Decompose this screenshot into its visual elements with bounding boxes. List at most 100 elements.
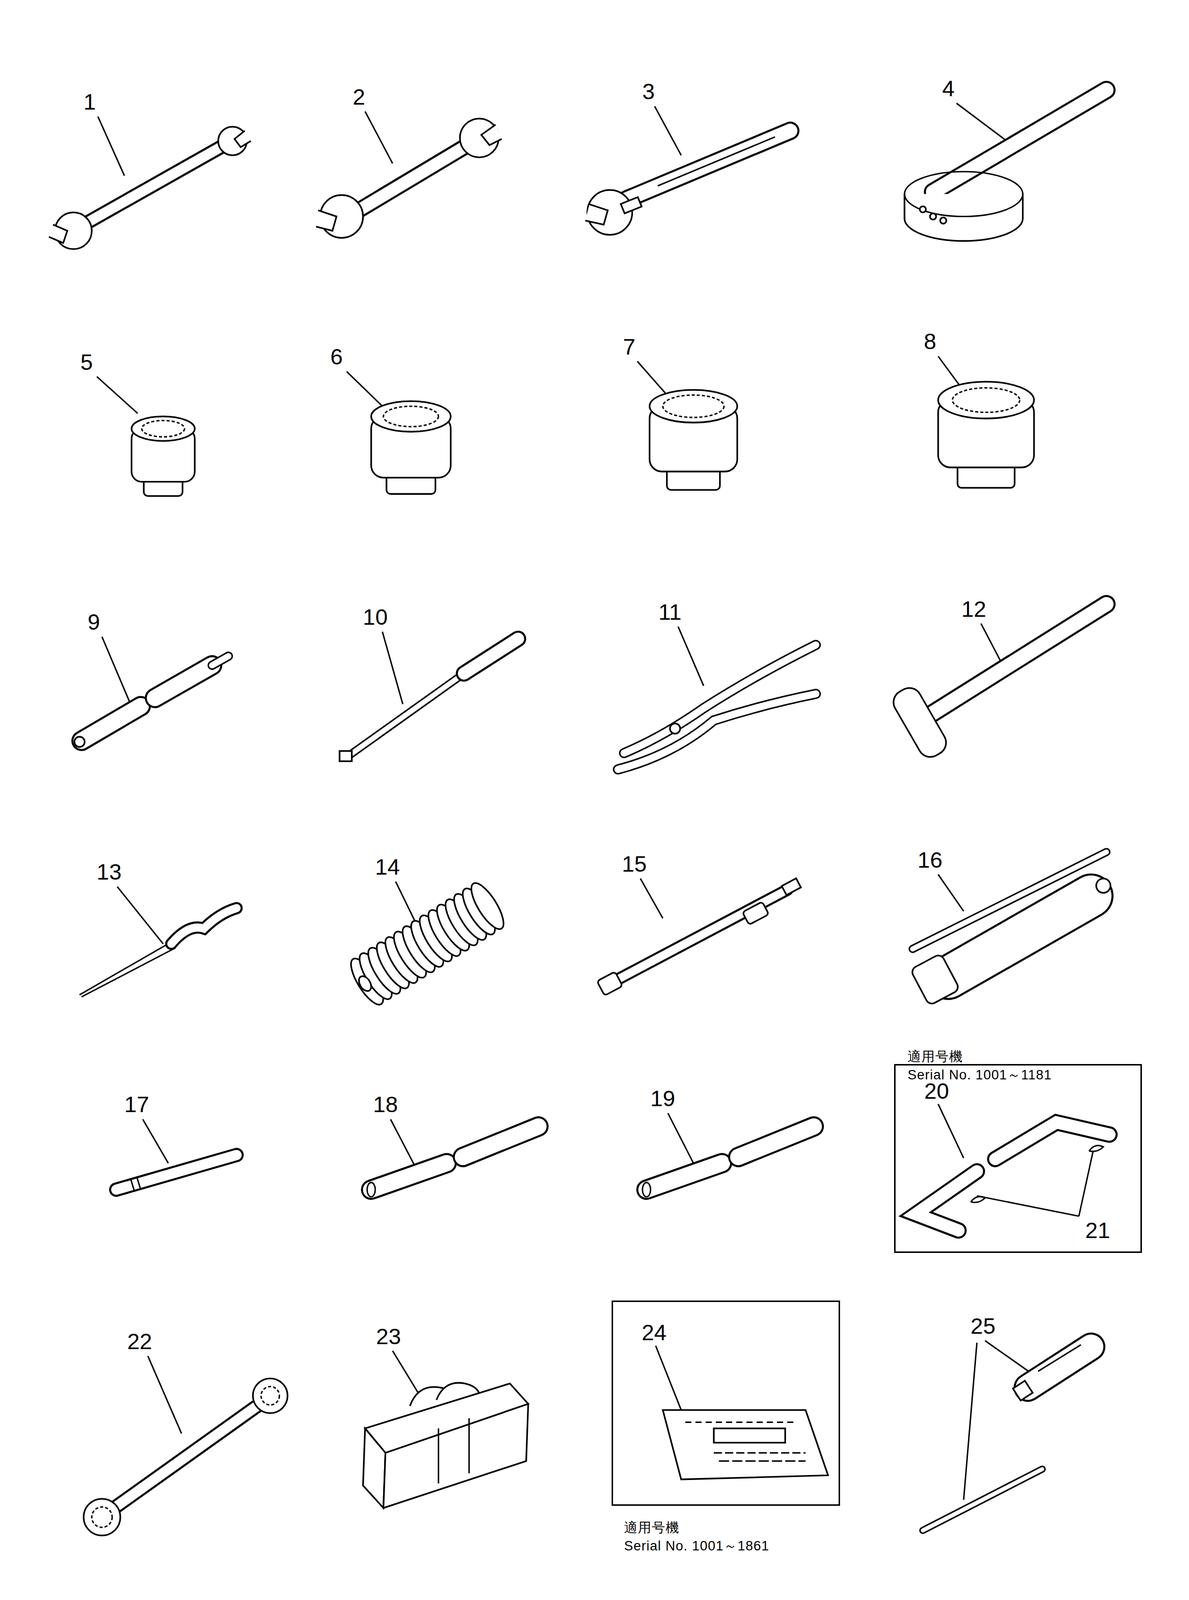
socket — [938, 381, 1034, 419]
extension-bar — [155, 665, 213, 698]
leader-line — [1078, 1150, 1094, 1216]
grease-gun — [909, 953, 960, 1006]
open-end-wrench — [351, 142, 472, 215]
extension-bar — [74, 736, 85, 747]
box-wrench — [113, 1403, 260, 1508]
serial-note: 適用号機 — [907, 1049, 963, 1065]
open-end-wrench — [83, 145, 225, 225]
pipe — [642, 1182, 651, 1197]
handle — [339, 638, 518, 761]
grease-hose — [781, 878, 801, 896]
leader-line — [985, 1340, 1031, 1372]
screwdriver — [922, 1344, 1091, 1530]
callout-number: 21 — [1085, 1217, 1111, 1243]
pliers — [618, 644, 816, 770]
tool-bag — [362, 1427, 386, 1508]
filter-wrench — [904, 90, 1107, 242]
bent-bar — [995, 1122, 1110, 1159]
screwdriver — [1037, 1344, 1081, 1371]
extension-bar — [212, 655, 229, 666]
leader-line — [365, 111, 394, 164]
callout-number: 20 — [924, 1078, 950, 1104]
callout-number: 10 — [362, 604, 388, 630]
filter-wrench — [929, 213, 936, 220]
scraper — [79, 940, 173, 995]
screwdriver — [1013, 1380, 1033, 1401]
extension-bar — [74, 655, 229, 747]
socket — [383, 405, 439, 427]
adjustable-wrench — [621, 197, 642, 214]
callout-number: 5 — [80, 349, 93, 375]
handle — [346, 673, 465, 757]
leader-line — [640, 878, 663, 918]
open-end-wrench — [49, 126, 251, 250]
handle — [463, 638, 518, 674]
callout-number: 19 — [650, 1085, 676, 1111]
box-wrench — [91, 1506, 113, 1527]
callout-number: 25 — [970, 1313, 996, 1339]
open-end-wrench — [234, 130, 251, 148]
leader-line — [678, 626, 704, 686]
open-end-wrench — [351, 142, 472, 215]
callout-number: 2 — [352, 84, 366, 110]
pipe — [738, 1126, 814, 1157]
callout-number: 3 — [642, 79, 655, 105]
leader-line — [147, 1355, 182, 1433]
box-wrench — [113, 1403, 260, 1508]
spring — [345, 878, 510, 1009]
box-wrench — [83, 1498, 121, 1535]
adjustable-wrench — [626, 130, 791, 200]
callout-number: 16 — [917, 847, 943, 873]
box-wrench — [83, 1377, 288, 1535]
screwdriver — [922, 1468, 1043, 1530]
filter-wrench — [904, 193, 1023, 241]
leader-line — [96, 103, 1093, 1500]
filter-wrench — [933, 90, 1107, 193]
leader-line — [390, 1118, 416, 1168]
pipe — [738, 1126, 814, 1157]
tool-bag — [383, 1403, 529, 1508]
leader-line — [102, 636, 131, 704]
filter-wrench — [940, 217, 947, 224]
leader-line — [142, 1118, 169, 1163]
box-wrench — [252, 1377, 288, 1413]
bar — [116, 1154, 237, 1189]
pipe — [367, 1126, 539, 1197]
grease-gun — [1096, 878, 1111, 893]
handle — [346, 673, 465, 757]
callout-number: 13 — [96, 859, 122, 885]
open-end-wrench — [83, 145, 225, 225]
adjustable-wrench — [657, 136, 776, 186]
screwdriver — [922, 1468, 1043, 1530]
serial-note: 適用号機 — [623, 1520, 680, 1535]
bar — [116, 1154, 237, 1189]
pipe — [462, 1126, 539, 1157]
screwdriver — [1027, 1346, 1092, 1387]
leader-line — [96, 376, 138, 414]
pipe — [642, 1126, 814, 1197]
leader-line — [392, 1350, 418, 1393]
bar — [130, 1178, 135, 1192]
filter-wrench — [919, 206, 926, 213]
handle — [463, 638, 518, 674]
extension-bar — [212, 655, 229, 666]
scraper — [171, 907, 237, 944]
pipe — [646, 1162, 722, 1189]
bent-bar — [915, 1170, 977, 1230]
filter-wrench — [933, 90, 1107, 193]
tool-bag — [437, 1427, 440, 1483]
leader-line — [938, 874, 964, 911]
pliers — [670, 723, 681, 734]
group-frame: 24 — [611, 1300, 841, 1506]
leader-line — [956, 103, 1010, 143]
bent-bar — [1088, 1144, 1104, 1151]
callout-number: 24 — [641, 1319, 667, 1345]
leader-line — [668, 1112, 694, 1163]
leader-line — [655, 1345, 681, 1410]
leader-line — [395, 881, 416, 923]
hammer — [889, 603, 1107, 761]
socket — [952, 387, 1020, 412]
grease-hose — [596, 971, 623, 996]
callout-number: 17 — [124, 1091, 150, 1117]
